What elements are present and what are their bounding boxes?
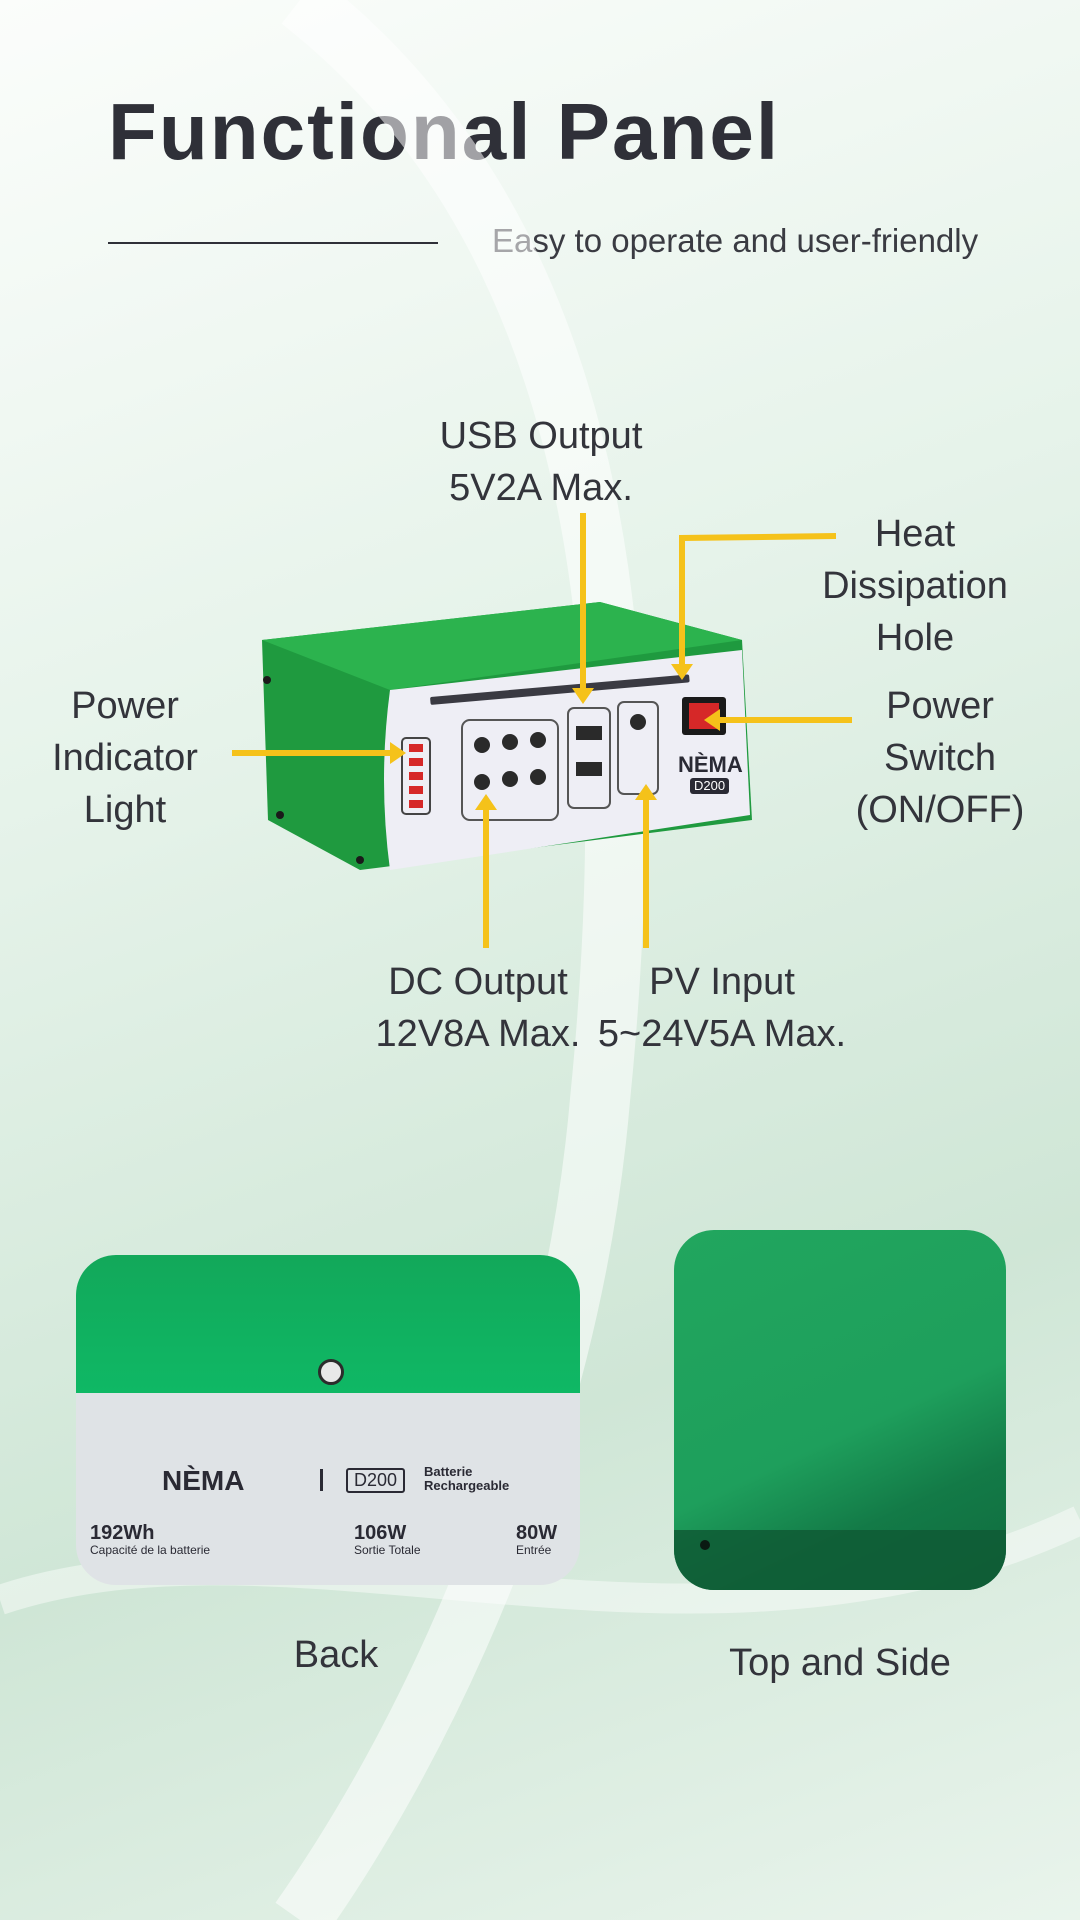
- device-model: D200: [690, 778, 730, 794]
- back-spec-3: 80W Entrée: [516, 1522, 558, 1557]
- callout-power-switch: Power Switch (ON/OFF): [855, 685, 1025, 831]
- device-brand: NÈMA: [678, 752, 743, 777]
- back-photo-screw: [318, 1359, 344, 1385]
- callout-dc-output: DC Output 12V8A Max.: [375, 961, 581, 1055]
- back-photo: NÈMA D200 Batterie Rechargeable 192Wh Ca…: [76, 1255, 580, 1585]
- caption-back: Back: [293, 1634, 379, 1676]
- back-model: D200: [346, 1468, 406, 1493]
- back-divider: [320, 1469, 323, 1491]
- caption-top-side: Top and Side: [729, 1642, 951, 1684]
- back-product-line: Batterie Rechargeable: [424, 1464, 510, 1493]
- page-subtitle: Easy to operate and user-friendly: [492, 222, 979, 259]
- top-side-screw: [700, 1540, 710, 1550]
- callout-pv-input: PV Input 5~24V5A Max.: [597, 961, 847, 1055]
- callout-power-indicator: Power Indicator Light: [52, 685, 198, 831]
- title-rule: [108, 242, 438, 244]
- callout-usb-output: USB Output 5V2A Max.: [439, 415, 643, 509]
- callout-heat-dissipation: Heat Dissipation Hole: [822, 513, 1008, 659]
- back-spec-2: 106W Sortie Totale: [354, 1522, 421, 1557]
- back-brand: NÈMA: [162, 1465, 245, 1496]
- top-side-shadow: [674, 1530, 1006, 1590]
- back-spec-1: 192Wh Capacité de la batterie: [90, 1522, 211, 1557]
- top-side-photo: [674, 1230, 1006, 1590]
